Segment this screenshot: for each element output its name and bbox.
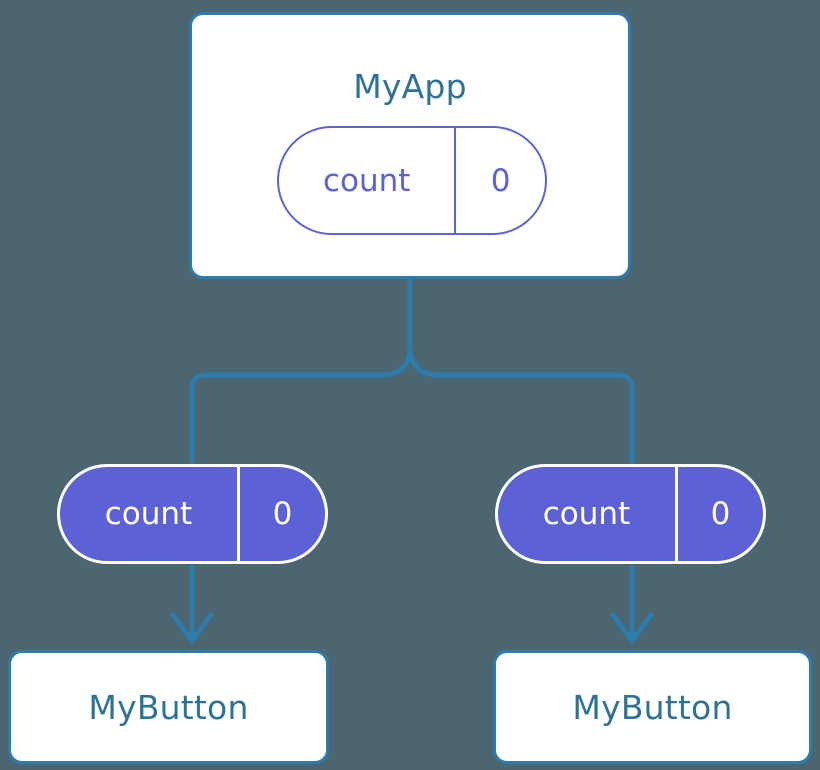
- prop-pill-right[interactable]: count 0: [495, 464, 766, 564]
- state-pill-myapp[interactable]: count 0: [277, 126, 547, 235]
- state-key-label: count: [322, 162, 411, 199]
- component-card-mybutton-right[interactable]: MyButton: [493, 650, 812, 764]
- prop-key-label: count: [104, 496, 193, 532]
- prop-pill-left[interactable]: count 0: [57, 464, 328, 564]
- split-right-branch: [407, 345, 635, 463]
- prop-value-label: 0: [674, 467, 763, 561]
- split-left-branch: [189, 345, 413, 463]
- state-value-label: 0: [454, 128, 545, 233]
- arrow-left-head: [170, 612, 214, 644]
- prop-key-label: count: [542, 496, 631, 532]
- component-name-label: MyApp: [353, 67, 467, 106]
- component-card-mybutton-left[interactable]: MyButton: [8, 650, 329, 764]
- component-name-label: MyButton: [88, 687, 249, 727]
- prop-value-label: 0: [236, 467, 325, 561]
- arrow-right-head: [610, 612, 654, 644]
- component-name-label: MyButton: [572, 687, 733, 727]
